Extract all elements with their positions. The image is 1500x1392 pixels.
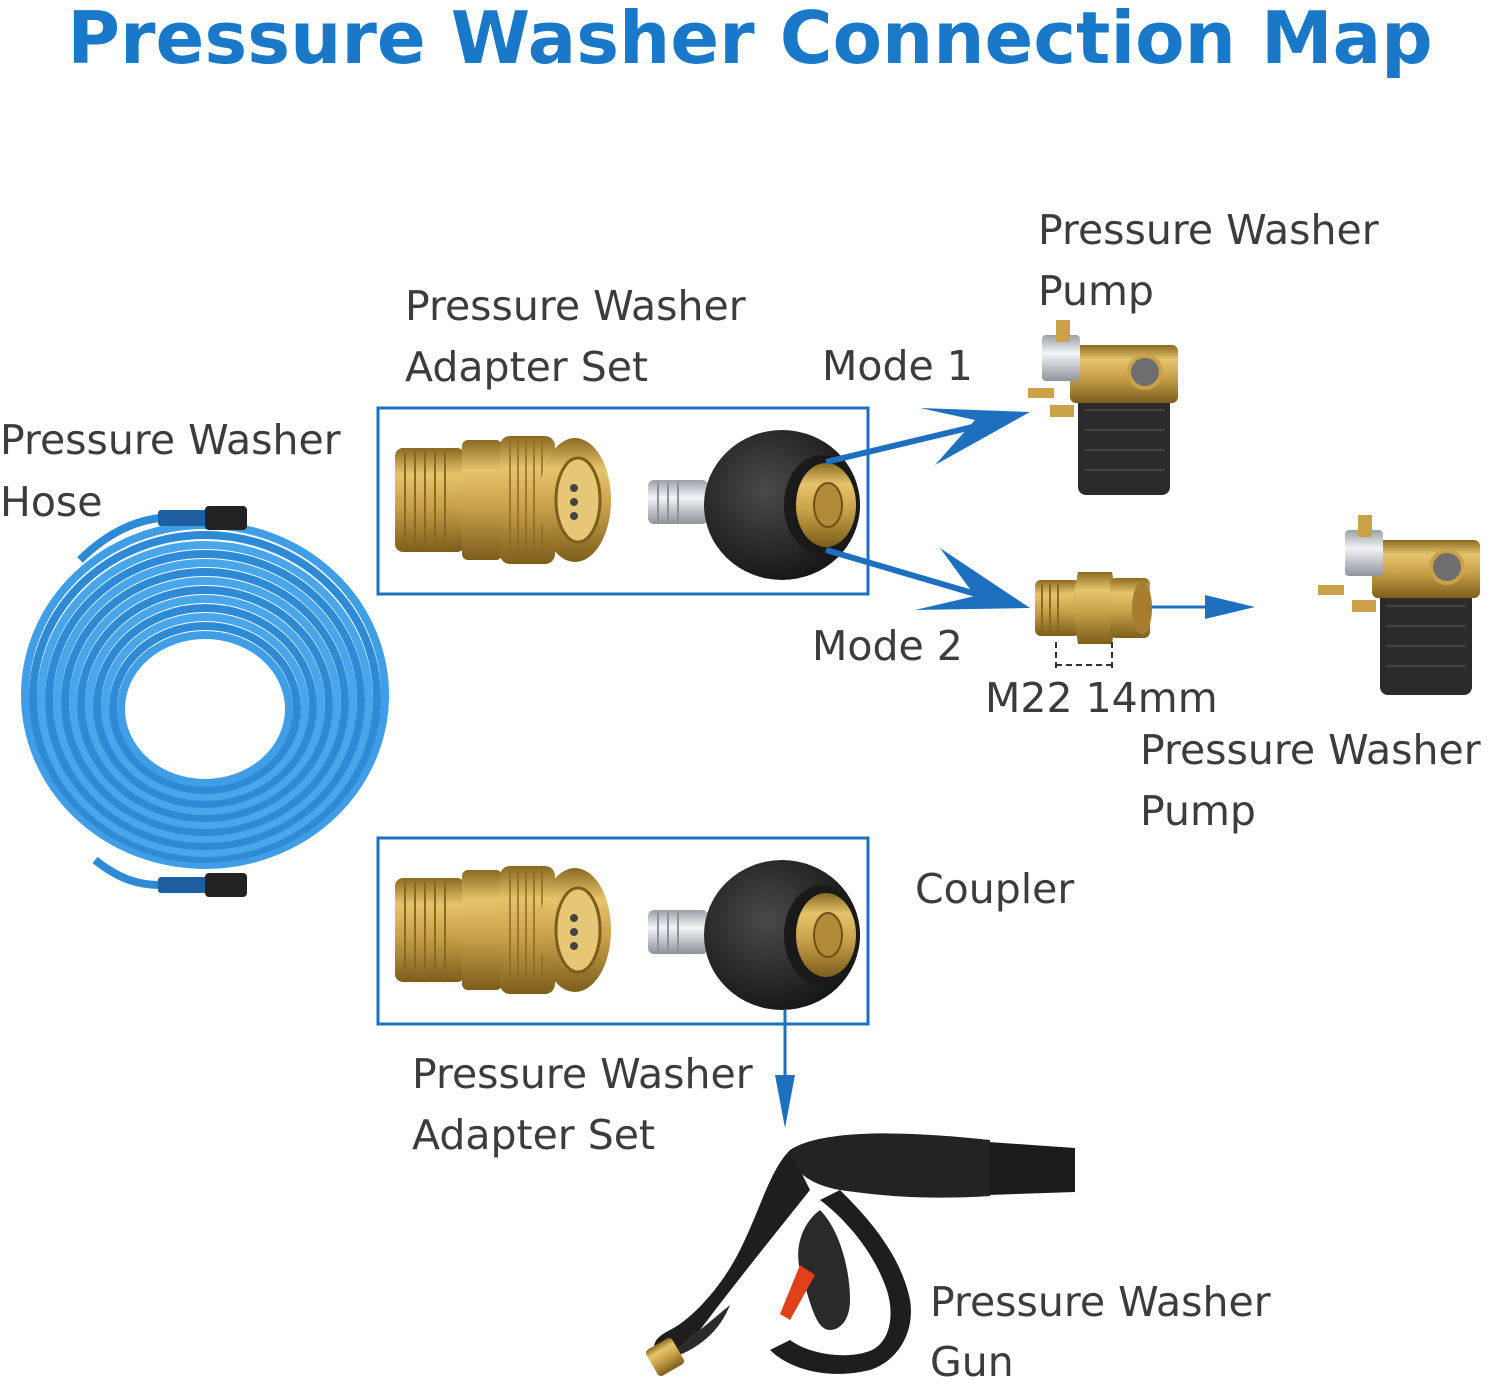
m22-brass-nipple-icon (1035, 572, 1152, 668)
hose-label-line2: Hose (0, 478, 103, 526)
hose-label-line1: Pressure Washer (0, 416, 341, 464)
adapter-to-gun-arrow (775, 1010, 795, 1128)
adapter-set-bottom (376, 836, 870, 1026)
pump2-label-line2: Pump (1140, 787, 1256, 835)
pump2-label-line1: Pressure Washer (1140, 726, 1481, 774)
fitting-to-pump-arrow (1150, 595, 1255, 619)
pressure-washer-pump-icon (1028, 320, 1178, 495)
diagram-title: Pressure Washer Connection Map (67, 0, 1433, 80)
adapter-top-label-line1: Pressure Washer (405, 282, 746, 330)
fitting-size-label: M22 14mm (985, 674, 1218, 722)
gun-label-line1: Pressure Washer (930, 1278, 1271, 1326)
adapter-bottom-label-line2: Adapter Set (412, 1111, 656, 1159)
gun-label-line2: Gun (930, 1338, 1014, 1386)
coupler-label: Coupler (915, 865, 1075, 913)
pump1-label-line1: Pressure Washer (1038, 206, 1379, 254)
brass-quick-connector-icon (395, 866, 611, 994)
adapter-bottom-label-line1: Pressure Washer (412, 1050, 753, 1098)
hose-coil-icon (21, 506, 389, 897)
m22-fitting-icon (648, 430, 860, 580)
m22-fitting-icon (648, 860, 860, 1010)
spray-gun-icon (645, 1133, 1075, 1377)
mode2-label: Mode 2 (812, 622, 963, 670)
pressure-washer-pump-icon (1318, 515, 1480, 695)
mode2-arrow (825, 547, 1030, 610)
mode1-label: Mode 1 (822, 342, 973, 390)
adapter-top-label-line2: Adapter Set (405, 343, 649, 391)
mode1-arrow (825, 408, 1030, 465)
pump1-label-line2: Pump (1038, 267, 1154, 315)
brass-quick-connector-icon (395, 436, 611, 564)
adapter-set-top (376, 406, 870, 596)
